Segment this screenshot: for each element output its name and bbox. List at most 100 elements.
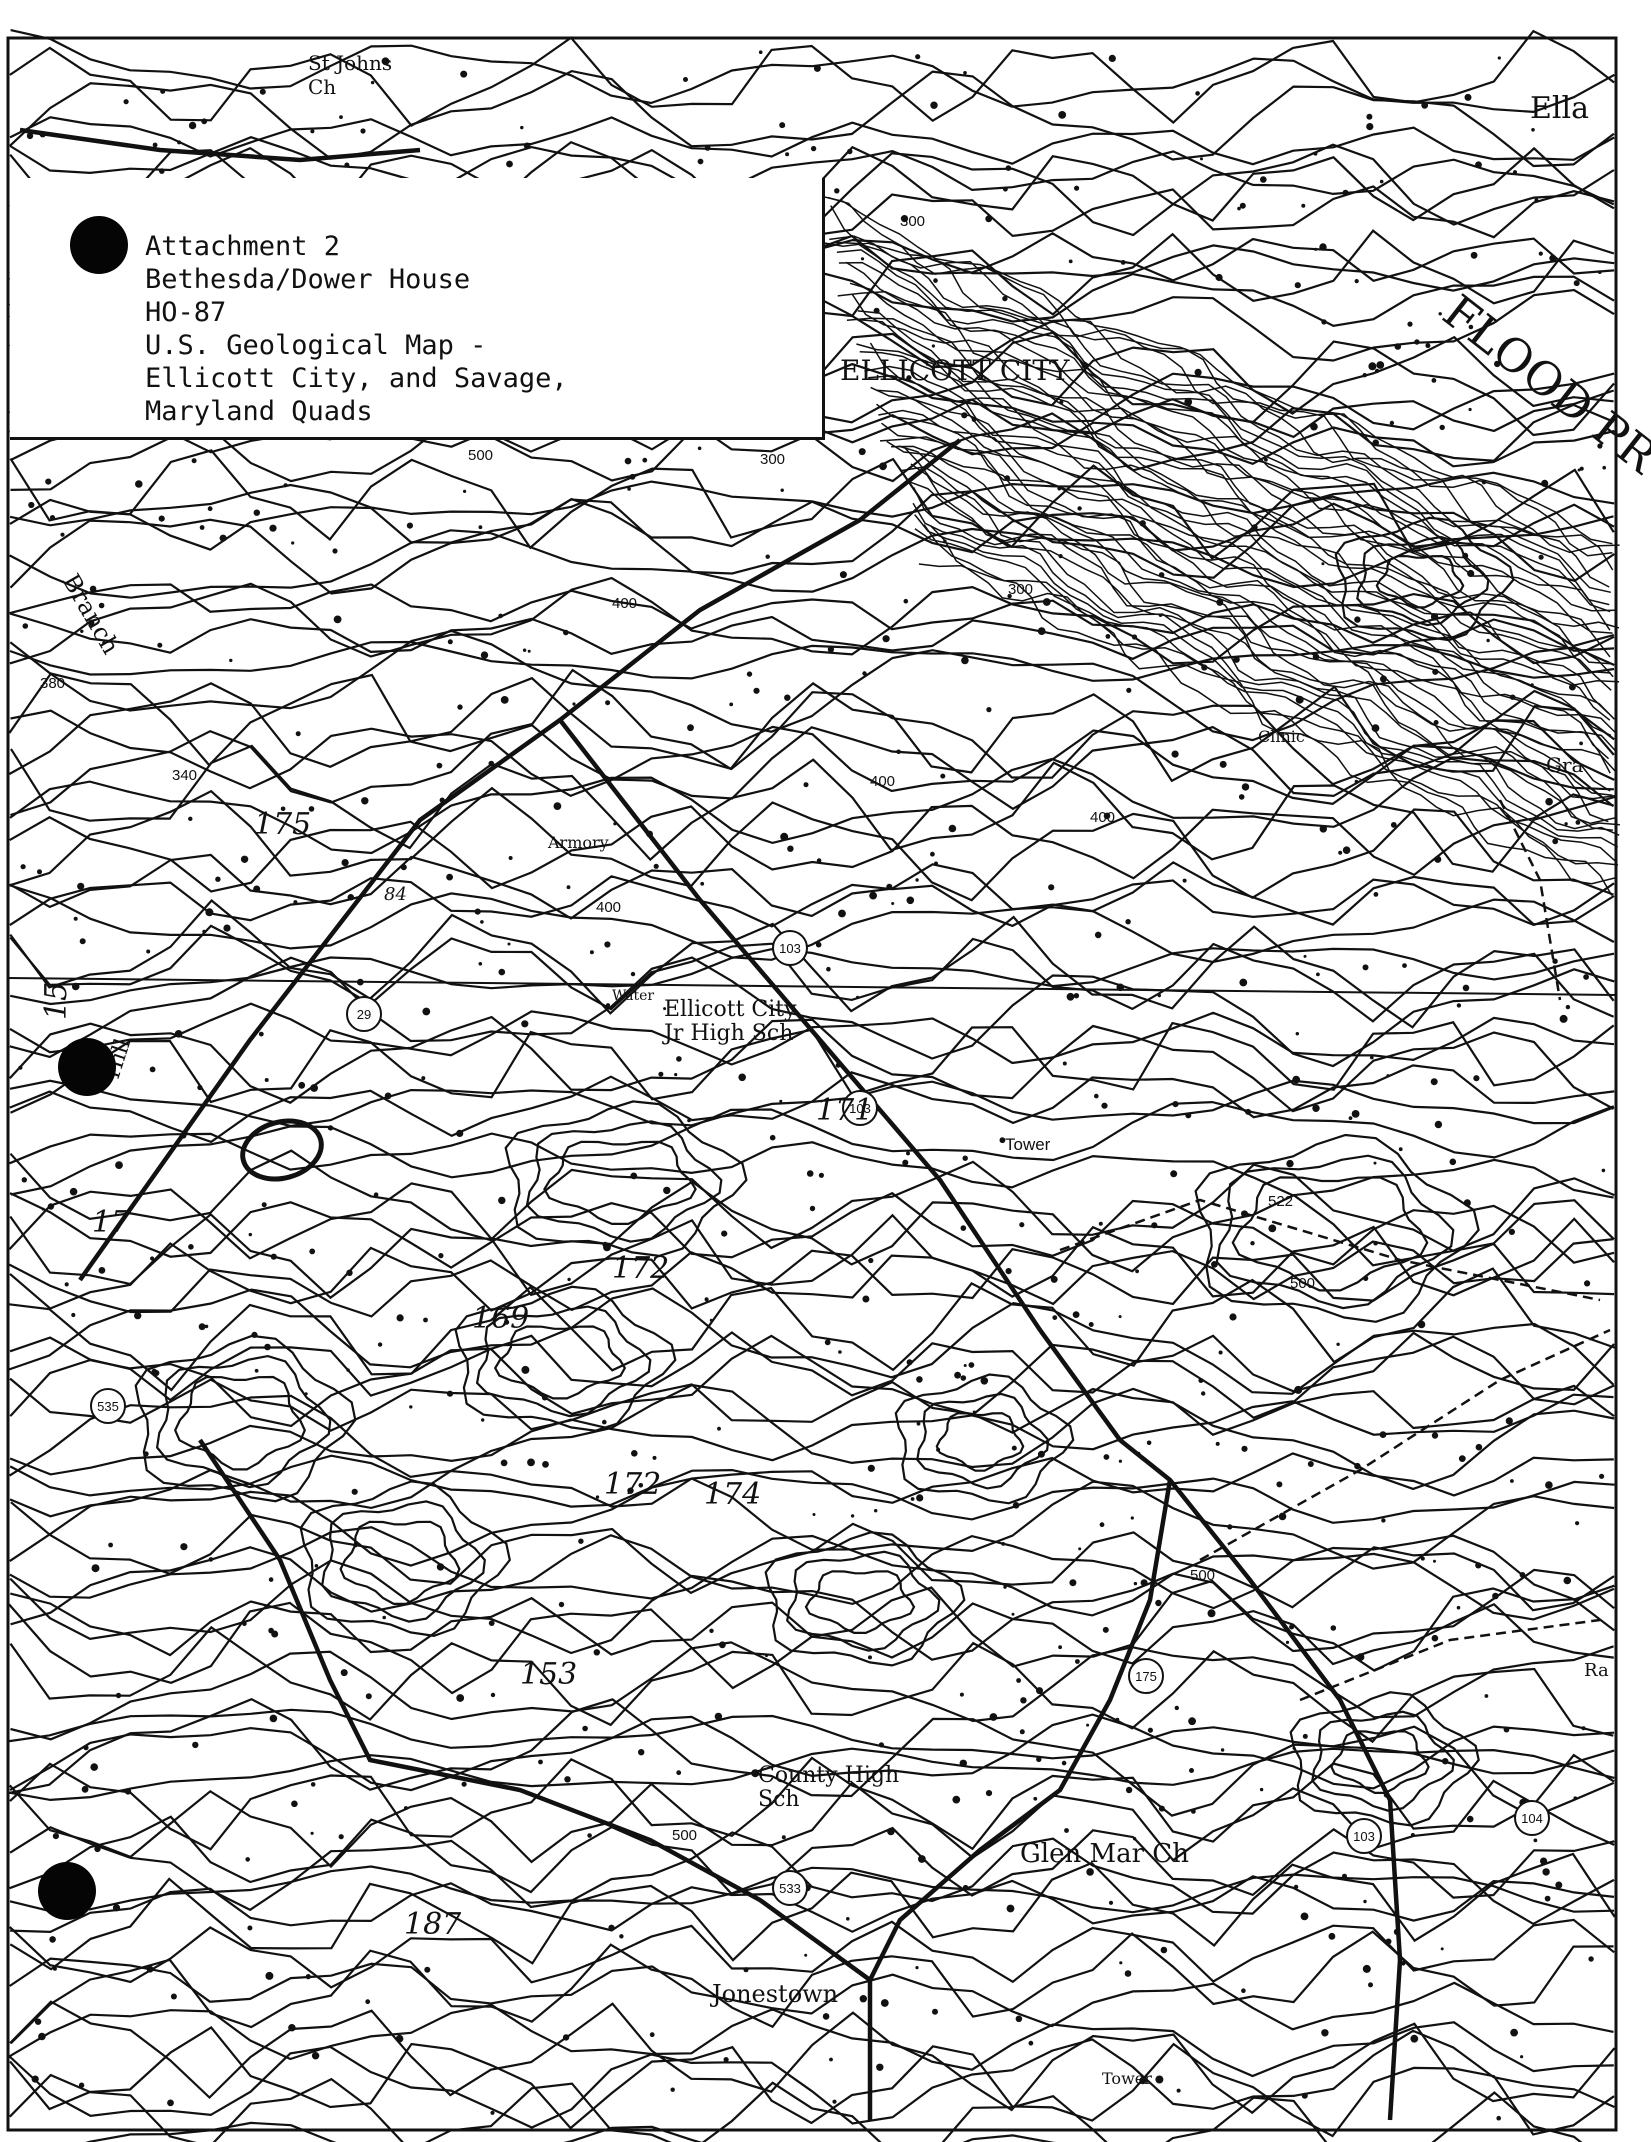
building-dot bbox=[1368, 362, 1377, 371]
building-dots bbox=[18, 50, 1606, 2121]
building-dot bbox=[1286, 1159, 1294, 1168]
building-dot bbox=[566, 885, 571, 890]
building-dot bbox=[191, 458, 197, 464]
label-county-sch: Sch bbox=[758, 1787, 800, 1812]
building-dot bbox=[1497, 56, 1501, 60]
building-dot bbox=[78, 2082, 85, 2088]
building-dot bbox=[1099, 1522, 1105, 1528]
building-dot bbox=[1431, 1432, 1439, 1439]
building-dot bbox=[1312, 653, 1320, 661]
building-dot bbox=[1342, 189, 1349, 196]
building-dot bbox=[1565, 1004, 1571, 1010]
building-dot bbox=[1239, 202, 1246, 209]
building-dot bbox=[638, 1483, 644, 1488]
building-dot bbox=[456, 1694, 465, 1702]
building-dot bbox=[199, 525, 205, 530]
building-dot bbox=[253, 885, 261, 893]
building-dot bbox=[567, 1277, 571, 1282]
contour-line bbox=[9, 449, 1615, 561]
building-dot bbox=[1575, 1521, 1580, 1526]
building-dot bbox=[1314, 247, 1318, 251]
building-dot bbox=[1037, 627, 1046, 635]
building-dot bbox=[311, 2052, 320, 2060]
contour-line bbox=[9, 640, 1615, 682]
building-dot bbox=[1552, 958, 1558, 964]
building-dot bbox=[563, 629, 569, 636]
route-shield bbox=[1128, 1658, 1164, 1694]
building-dot bbox=[1172, 1101, 1179, 1108]
building-dot bbox=[98, 1267, 106, 1274]
building-dot bbox=[743, 1967, 749, 1973]
building-dot bbox=[1401, 1961, 1406, 1966]
elevation-label: 400 bbox=[612, 595, 637, 612]
contour-line bbox=[8, 1779, 1615, 1869]
building-dot bbox=[153, 1370, 160, 1376]
elevation-label: 380 bbox=[40, 675, 65, 692]
building-dot bbox=[1473, 1075, 1480, 1082]
building-dot bbox=[1068, 259, 1073, 264]
building-dot bbox=[1307, 1461, 1314, 1467]
building-dot bbox=[188, 816, 193, 821]
contour-line bbox=[9, 1454, 1615, 1524]
building-dot bbox=[1362, 373, 1367, 378]
caption-line-state: Maryland Quads bbox=[145, 396, 373, 427]
building-dot bbox=[1380, 675, 1387, 683]
building-dot bbox=[1462, 984, 1470, 992]
building-dot bbox=[1597, 443, 1603, 449]
building-dot bbox=[1201, 664, 1208, 671]
building-dot bbox=[1074, 185, 1080, 191]
building-dot bbox=[1028, 2040, 1034, 2046]
building-dot bbox=[521, 1365, 530, 1374]
building-dot bbox=[1251, 524, 1258, 531]
building-dot bbox=[1069, 1579, 1077, 1587]
building-dot bbox=[1381, 1518, 1386, 1523]
building-dot bbox=[962, 1884, 969, 1891]
building-dot bbox=[658, 1071, 664, 1077]
building-dot bbox=[859, 1995, 867, 2003]
building-dot bbox=[478, 962, 483, 966]
building-dot bbox=[961, 656, 969, 665]
route-shield-number: 175 bbox=[1135, 1669, 1157, 1684]
elevation-label: 500 bbox=[1290, 1275, 1315, 1292]
building-dot bbox=[663, 1007, 667, 1011]
building-dot bbox=[45, 478, 52, 485]
label-armory: Armory bbox=[547, 833, 609, 852]
label-jonestown: Jonestown bbox=[709, 1980, 838, 2008]
building-dot bbox=[1019, 1729, 1025, 1735]
building-dot bbox=[1407, 321, 1413, 327]
building-dot bbox=[90, 1763, 98, 1771]
building-dot bbox=[395, 2034, 404, 2043]
building-dot bbox=[916, 1494, 924, 1502]
building-dot bbox=[508, 856, 513, 860]
elevation-label: 300 bbox=[760, 451, 785, 468]
building-dot bbox=[219, 534, 227, 542]
building-dot bbox=[765, 554, 770, 559]
building-dot bbox=[202, 929, 206, 934]
building-dot bbox=[1342, 846, 1351, 854]
contour-loop bbox=[1289, 1691, 1480, 1827]
building-dot bbox=[167, 2099, 174, 2107]
building-dot bbox=[73, 916, 78, 921]
route-shield bbox=[346, 996, 382, 1032]
building-dot bbox=[822, 2013, 830, 2020]
building-dot bbox=[1420, 1556, 1425, 1561]
contour-loop bbox=[155, 1354, 332, 1489]
building-dot bbox=[1108, 54, 1116, 63]
building-dot bbox=[1439, 424, 1445, 431]
handwritten-number: 187 bbox=[404, 1907, 462, 1942]
building-dot bbox=[1379, 1431, 1387, 1438]
building-dot bbox=[936, 1447, 941, 1452]
building-dot bbox=[605, 1003, 611, 1008]
building-dot bbox=[605, 700, 611, 706]
building-dot bbox=[1119, 1961, 1123, 1965]
building-dot bbox=[1456, 1605, 1461, 1610]
building-dot bbox=[1059, 400, 1064, 405]
building-dot bbox=[1241, 783, 1250, 791]
building-dot bbox=[642, 457, 648, 463]
building-dot bbox=[18, 1065, 23, 1070]
building-dot bbox=[1001, 1542, 1006, 1546]
handwritten-number: 15 bbox=[39, 982, 74, 1020]
caption-text: Attachment 2 Bethesda/Dower House HO-87 … bbox=[145, 230, 568, 428]
building-dot bbox=[838, 1350, 842, 1354]
contour-line bbox=[9, 2073, 1583, 2142]
